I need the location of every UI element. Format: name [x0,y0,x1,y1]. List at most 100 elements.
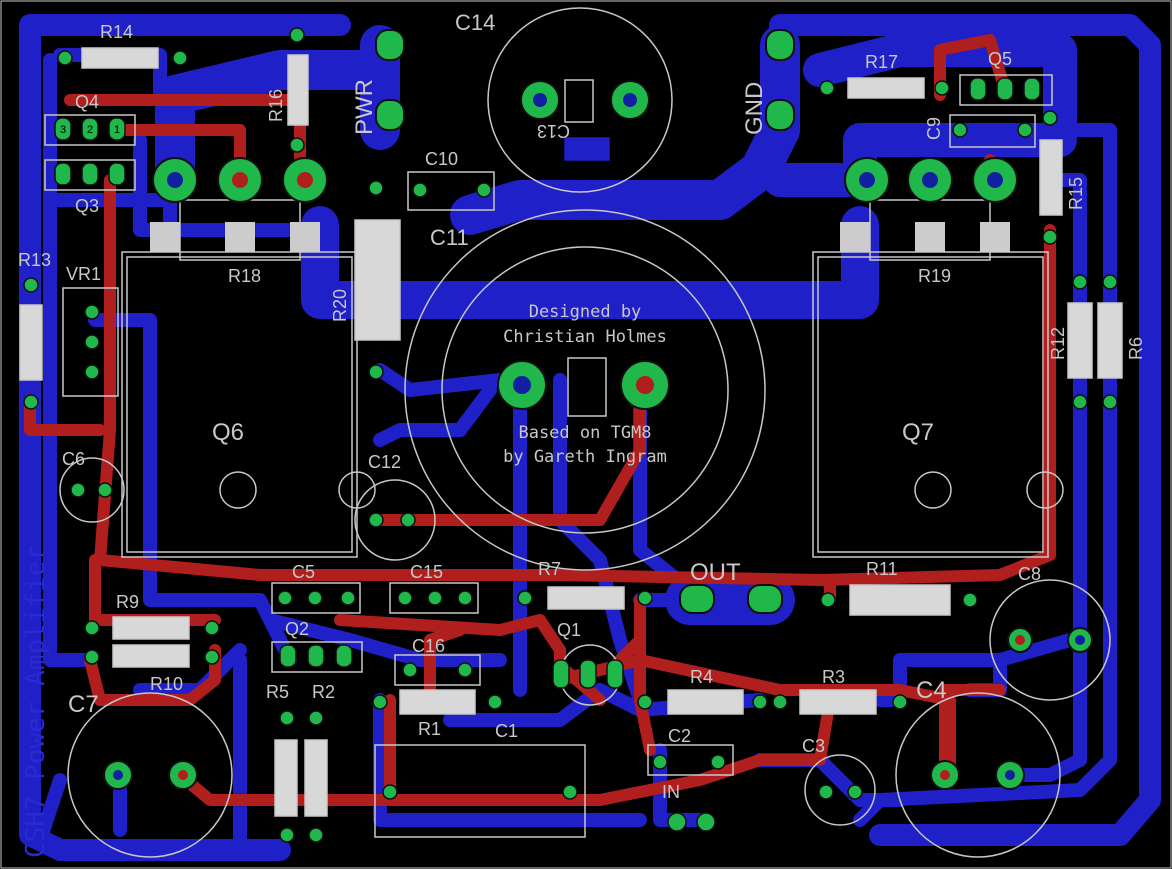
pad [820,592,836,608]
pad [277,590,293,606]
pad [368,364,384,380]
r14-body [81,47,159,69]
pad [368,512,384,528]
label-c9: C9 [924,117,944,140]
pad [487,694,503,710]
label-r17: R17 [865,52,898,72]
small-pads [23,27,1118,843]
pad [915,222,945,252]
c4-trace [939,684,1006,781]
pad [57,50,73,66]
q7-mount-hole-b [1026,471,1064,509]
pad [308,827,324,843]
pad [1017,122,1033,138]
credits-text: Designed by Christian Holmes Based on TG… [503,302,667,467]
label-r19: R19 [918,266,951,286]
pad [1102,274,1118,290]
pad [772,694,788,710]
label-vr1: VR1 [66,264,101,284]
label-r6: R6 [1126,337,1146,360]
pad [308,710,324,726]
label-r4: R4 [690,667,713,687]
label-r14: R14 [100,22,133,42]
pad [279,710,295,726]
pad [84,364,100,380]
centre-trace-b [373,363,507,447]
pad [1072,394,1088,410]
label-r7: R7 [538,559,561,579]
pad [1023,77,1041,101]
r4-body [667,689,744,715]
pad [290,222,320,252]
label-q2: Q2 [285,619,309,639]
pin-1: 1 [114,124,120,136]
pad [54,117,72,141]
pad [84,334,100,350]
label-in: IN [662,782,680,802]
label-out: OUT [690,559,741,586]
pad [335,644,353,668]
pad [23,394,39,410]
q6-mount-hole-b [338,471,376,509]
pad [172,50,188,66]
lower-trace-a [233,613,507,847]
c15-outline [389,582,479,614]
r20-body [354,219,401,341]
pad [476,182,492,198]
c8-outline [989,579,1111,701]
vr1-outline [62,287,119,397]
drill [922,172,938,188]
label-r3: R3 [822,667,845,687]
pad [637,694,653,710]
r7-body [547,586,625,610]
r12-body [1067,302,1093,379]
component-labels: C14 PWR GND C13 R14 R16 R17 Q5 Q4 Q3 C9 … [18,10,1146,802]
pad [368,180,384,196]
pad [372,694,388,710]
r5-body [274,739,298,817]
pad [382,784,398,800]
r10-body [112,644,190,668]
label-r10: R10 [150,674,183,694]
label-gnd: GND [741,82,768,135]
pad [962,592,978,608]
label-c4: C4 [916,677,947,704]
drill-holes-red [178,172,1025,780]
pad [819,80,835,96]
drill [533,93,547,107]
pad [307,590,323,606]
pad [1042,229,1058,245]
pad [696,812,716,832]
c4-outline [895,692,1061,858]
label-c6: C6 [62,449,85,469]
pad [340,590,356,606]
pad [637,590,653,606]
pad [307,644,325,668]
pad [84,620,100,636]
r6-body [1097,302,1123,379]
pad [279,827,295,843]
pad [81,117,99,141]
label-r12: R12 [1048,327,1068,360]
drill [1075,635,1085,645]
drill [859,172,875,188]
q6-outline-inner [126,256,353,553]
q4-outline [44,114,136,146]
tab-pads [150,222,1010,252]
q7-outline-inner [817,256,1044,553]
r16-body [287,54,309,126]
label-r2: R2 [312,682,335,702]
pad [204,649,220,665]
pad [765,99,795,131]
drill [178,770,188,780]
label-pwr: PWR [351,79,378,135]
credit-line-2: Christian Holmes [503,327,667,347]
c12-outline [354,479,436,561]
c16-outline [394,654,481,686]
pad [679,584,715,614]
pad [652,754,668,770]
pin-2: 2 [87,124,93,136]
drill [1005,770,1015,780]
pad [892,694,908,710]
pad [457,662,473,678]
